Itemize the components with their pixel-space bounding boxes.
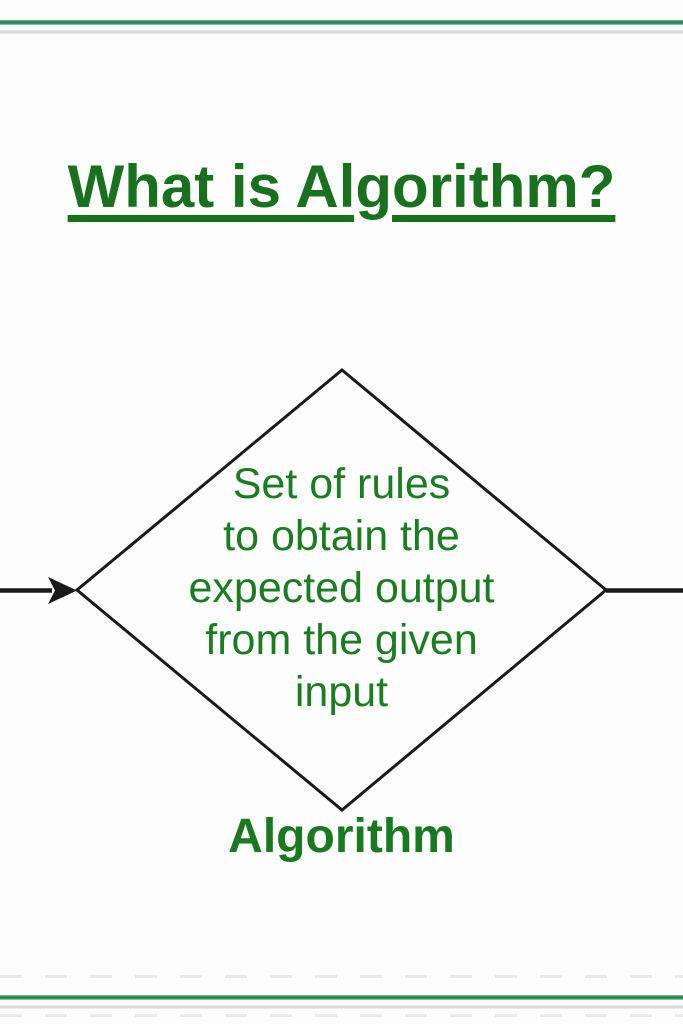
- decision-diamond-shape: [74, 368, 609, 812]
- diamond-text-line: from the given: [205, 616, 478, 664]
- diamond-text-block: Set of rules to obtain the expected outp…: [0, 458, 683, 718]
- slide-title: What is Algorithm?: [67, 153, 616, 220]
- diamond-text-line: Set of rules: [232, 460, 451, 508]
- diamond-text-line: to obtain the: [223, 512, 460, 560]
- bottom-border-gray-rule: [0, 1005, 683, 1009]
- bottom-faint-dashes-lower: [0, 1014, 683, 1017]
- bottom-faint-dashes-upper: [0, 975, 683, 978]
- diamond-text-line: input: [294, 668, 389, 716]
- diamond-caption: Algorithm: [228, 810, 455, 863]
- arrowhead-icon: [48, 577, 77, 604]
- top-border-green-rule: [0, 20, 683, 25]
- top-border-gray-rule: [0, 30, 683, 34]
- diamond-text-line: expected output: [188, 564, 495, 612]
- bottom-border-green-rule: [0, 995, 683, 1000]
